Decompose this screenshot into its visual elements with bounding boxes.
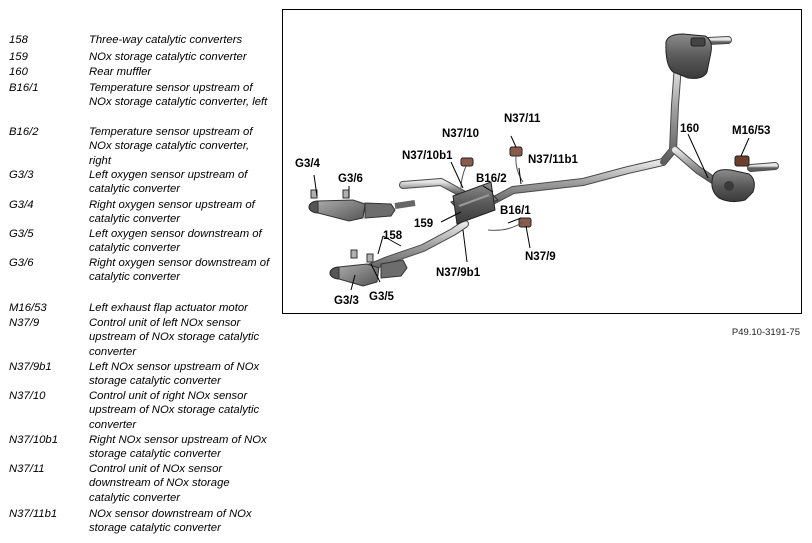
legend-code: N37/10b1 bbox=[9, 434, 58, 446]
label-n37-9: N37/9 bbox=[525, 251, 556, 263]
nox-storage-catalytic-converter bbox=[450, 181, 499, 225]
legend-code: G3/3 bbox=[9, 169, 34, 181]
catalytic-converter-left bbox=[329, 259, 408, 287]
label-n37-10: N37/10 bbox=[442, 128, 479, 140]
legend-description: Right oxygen sensor upstream of catalyti… bbox=[89, 199, 255, 226]
label-n37-11: N37/11 bbox=[504, 113, 541, 125]
legend-description: Rear muffler bbox=[89, 66, 152, 78]
exhaust-system-drawing: G3/4 G3/6 N37/10 N37/10b1 N37/11 N37/11b… bbox=[295, 33, 779, 307]
catalytic-converter-right bbox=[308, 199, 416, 222]
exhaust-pipes bbox=[357, 36, 779, 275]
legend-description: NOx sensor downstream of NOx storage cat… bbox=[89, 508, 252, 535]
label-160: 160 bbox=[680, 123, 699, 135]
legend-code: N37/11 bbox=[9, 463, 45, 475]
exhaust-flap-actuator-motor bbox=[734, 155, 750, 167]
legend-code: G3/5 bbox=[9, 228, 34, 240]
legend-description: Control unit of right NOx sensor upstrea… bbox=[89, 390, 260, 431]
label-n37-9b1: N37/9b1 bbox=[436, 267, 481, 279]
label-b16-2: B16/2 bbox=[476, 173, 507, 185]
label-n37-11b1: N37/11b1 bbox=[528, 154, 578, 166]
label-n37-10b1: N37/10b1 bbox=[402, 150, 453, 162]
legend-code: B16/2 bbox=[9, 126, 39, 138]
legend-code: G3/4 bbox=[9, 199, 34, 211]
legend-description: NOx storage catalytic converter bbox=[89, 51, 247, 63]
label-g3-4: G3/4 bbox=[295, 158, 321, 170]
legend-code: N37/9 bbox=[9, 317, 40, 329]
legend-code: N37/11b1 bbox=[9, 508, 58, 520]
callout-labels: G3/4 G3/6 N37/10 N37/10b1 N37/11 N37/11b… bbox=[295, 113, 770, 307]
label-158: 158 bbox=[383, 230, 403, 242]
legend-description: Left oxygen sensor downstream of catalyt… bbox=[89, 228, 262, 255]
legend-description: Left oxygen sensor upstream of catalytic… bbox=[89, 169, 248, 196]
legend-description: Control unit of NOx sensor downstream of… bbox=[89, 463, 230, 504]
legend-description: Control unit of left NOx sensor upstream… bbox=[89, 317, 260, 358]
legend-code: N37/9b1 bbox=[9, 361, 52, 373]
legend: 158 Three-way catalytic converters 159 N… bbox=[0, 0, 280, 543]
legend-description: Left exhaust flap actuator motor bbox=[89, 302, 248, 314]
label-g3-5: G3/5 bbox=[369, 291, 395, 303]
legend-description: Temperature sensor upstream of NOx stora… bbox=[89, 82, 268, 109]
label-g3-3: G3/3 bbox=[334, 295, 359, 307]
legend-description: Left NOx sensor upstream of NOx storage … bbox=[89, 361, 260, 388]
figure-id: P49.10-3191-75 bbox=[731, 327, 800, 338]
rear-muffler-lower bbox=[711, 169, 755, 203]
sensor-wires bbox=[460, 155, 524, 231]
label-g3-6: G3/6 bbox=[338, 173, 363, 185]
legend-code: 158 bbox=[9, 34, 28, 46]
label-159: 159 bbox=[414, 218, 433, 230]
legend-description: Temperature sensor upstream of NOx stora… bbox=[89, 126, 253, 167]
legend-description: Three-way catalytic converters bbox=[89, 34, 243, 46]
label-b16-1: B16/1 bbox=[500, 205, 531, 217]
rear-muffler-upper bbox=[665, 33, 712, 79]
legend-code: B16/1 bbox=[9, 82, 39, 94]
legend-description: Right oxygen sensor downstream of cataly… bbox=[89, 257, 270, 284]
legend-code: M16/53 bbox=[9, 302, 47, 314]
legend-code: 159 bbox=[9, 51, 28, 63]
legend-code: 160 bbox=[9, 66, 28, 78]
legend-code: G3/6 bbox=[9, 257, 34, 269]
exhaust-system-figure: G3/4 G3/6 N37/10 N37/10b1 N37/11 N37/11b… bbox=[282, 9, 802, 314]
leader-lines bbox=[313, 133, 750, 291]
label-m16-53: M16/53 bbox=[732, 125, 770, 137]
legend-description: Right NOx sensor upstream of NOx storage… bbox=[89, 434, 267, 461]
legend-code: N37/10 bbox=[9, 390, 46, 402]
